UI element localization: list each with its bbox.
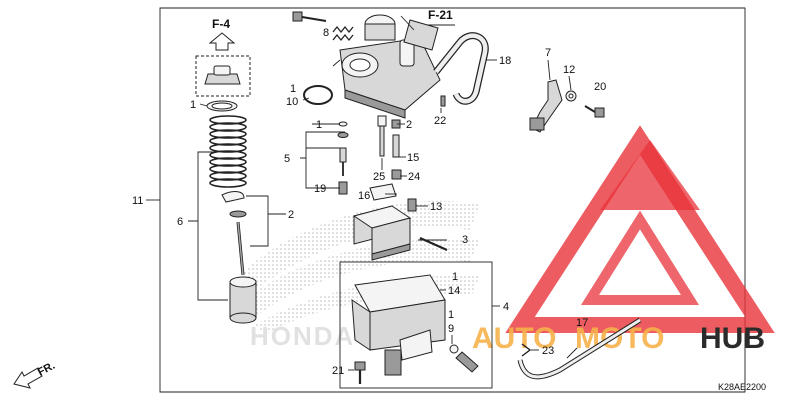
clip-23-part <box>521 343 532 357</box>
callout-2-jet[interactable]: 2 <box>406 119 412 131</box>
callout-24[interactable]: 24 <box>408 171 420 183</box>
direction-label: FR. <box>36 360 57 379</box>
screw-13-part <box>407 198 417 212</box>
retainer-part <box>229 210 247 218</box>
small-spring-part <box>332 25 354 42</box>
callout-8[interactable]: 8 <box>323 27 329 39</box>
callout-1-jet[interactable]: 1 <box>316 119 322 131</box>
brand-hub-text: HUB <box>700 322 765 355</box>
front-direction-arrow: FR. <box>13 360 57 389</box>
carburetor-body-part <box>339 14 441 119</box>
ref-f4-label: F-4 <box>212 17 230 31</box>
callout-9[interactable]: 9 <box>448 323 454 335</box>
direction-arrow-icon <box>13 367 43 389</box>
callout-10[interactable]: 10 <box>286 96 298 108</box>
callout-16[interactable]: 16 <box>358 190 370 202</box>
callout-19[interactable]: 19 <box>314 183 326 195</box>
needle-jet-part <box>377 115 402 180</box>
callout-labels: 11 1 6 2 8 1 10 1 5 19 2 25 15 24 16 13 … <box>132 27 606 377</box>
bolt-part <box>584 105 605 118</box>
callout-22[interactable]: 22 <box>434 115 446 127</box>
callout-6[interactable]: 6 <box>177 216 183 228</box>
screw-21-part <box>354 361 366 384</box>
leader-lines <box>146 15 578 371</box>
callout-7[interactable]: 7 <box>545 47 551 59</box>
clip-part <box>221 191 245 203</box>
svg-text:HONDA: HONDA <box>250 321 355 351</box>
drain-screw-part <box>449 344 479 373</box>
callout-13[interactable]: 13 <box>430 201 442 213</box>
callout-1-drain[interactable]: 1 <box>448 309 454 321</box>
spring-part <box>209 115 247 188</box>
o-ring-part <box>303 85 333 105</box>
callout-23[interactable]: 23 <box>542 345 554 357</box>
callout-4[interactable]: 4 <box>503 301 509 313</box>
callout-25[interactable]: 25 <box>373 171 385 183</box>
cap-dashed-box <box>195 55 251 97</box>
float-chamber-group-box <box>339 261 493 389</box>
callout-11[interactable]: 11 <box>132 195 143 207</box>
diagram-code: K28AE2200 <box>718 382 766 392</box>
callout-18[interactable]: 18 <box>499 55 511 67</box>
callout-12[interactable]: 12 <box>563 64 575 76</box>
callout-1-oring[interactable]: 1 <box>290 83 296 95</box>
up-arrow-icon <box>208 32 236 51</box>
callout-17[interactable]: 17 <box>576 317 588 329</box>
ref-f21-label: F-21 <box>428 8 453 22</box>
float-arm-part <box>369 183 397 201</box>
throttle-valve-part <box>229 276 257 324</box>
float-chamber-part <box>351 274 446 376</box>
screw-part <box>292 11 327 22</box>
ref-f4[interactable]: F-4 <box>208 17 236 51</box>
callout-20[interactable]: 20 <box>594 81 606 93</box>
ref-f21[interactable]: F-21 <box>417 8 455 26</box>
float-part <box>352 205 412 261</box>
callout-1-ring[interactable]: 1 <box>190 99 196 111</box>
top-cap-part <box>204 65 241 85</box>
diagram-frame <box>159 7 746 393</box>
fitting-part <box>440 95 446 107</box>
choke-lever-part <box>529 79 563 133</box>
callout-15[interactable]: 15 <box>407 152 419 164</box>
callout-21[interactable]: 21 <box>332 365 344 377</box>
callout-3[interactable]: 3 <box>462 234 468 246</box>
brand-auto-text: AUTO <box>472 322 556 355</box>
callout-5[interactable]: 5 <box>284 153 290 165</box>
jet-needle-part <box>236 221 245 276</box>
washer-part <box>565 90 577 102</box>
callout-1-chamber[interactable]: 1 <box>452 271 458 283</box>
callout-14[interactable]: 14 <box>448 285 460 297</box>
jet-stack-part <box>337 121 349 195</box>
callout-2-clip[interactable]: 2 <box>288 209 294 221</box>
automotohub-watermark: AUTO MOTO HUB <box>472 125 775 355</box>
